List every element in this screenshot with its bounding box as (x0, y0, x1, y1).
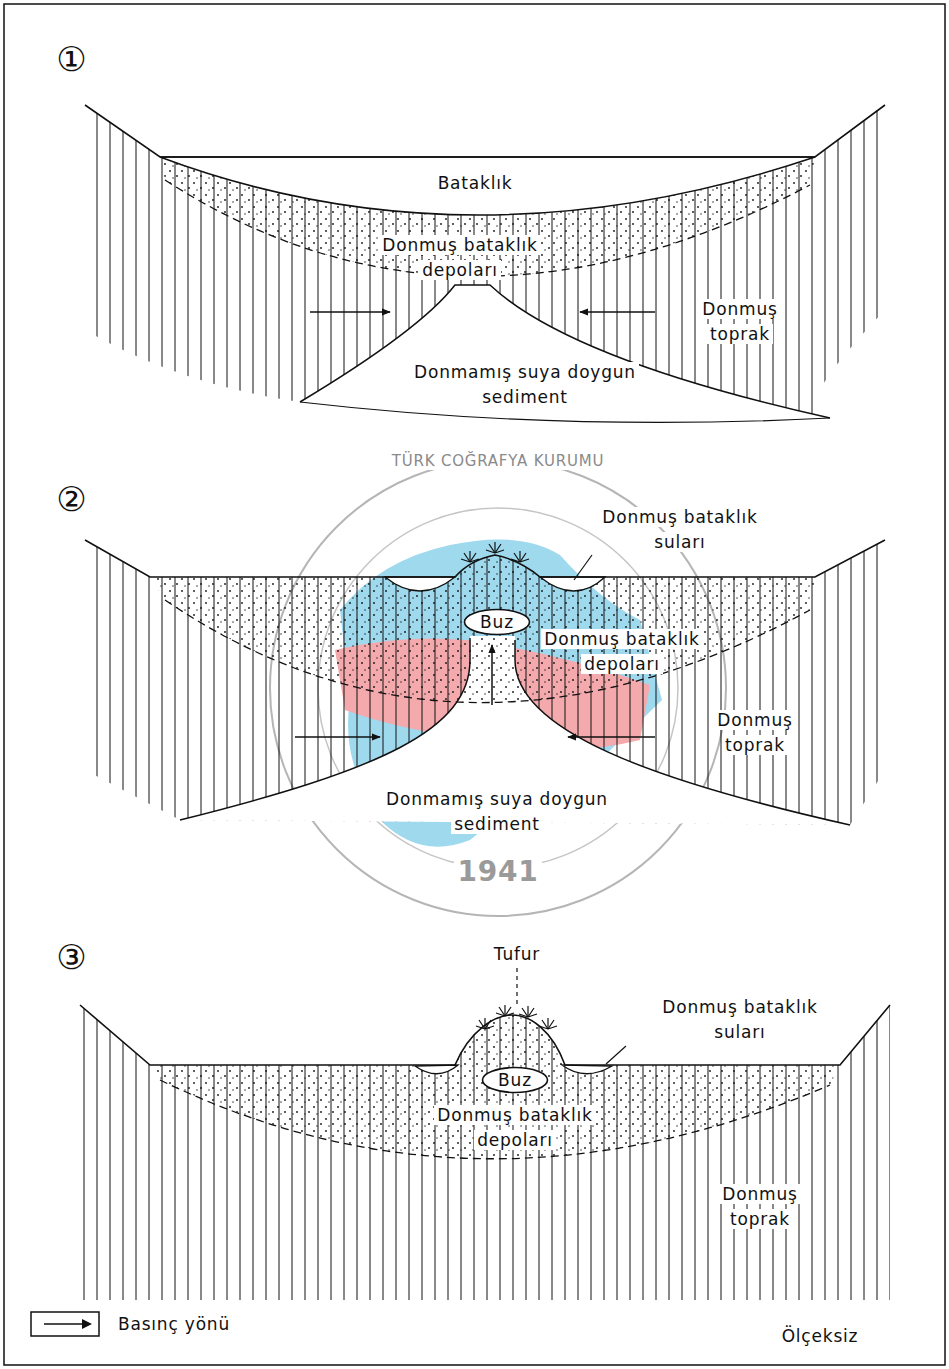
region-label: Donmamış suya doygun sediment (411, 362, 639, 407)
panel-2 (85, 540, 885, 825)
legend-item: Basınç yönü (30, 1311, 230, 1337)
tuft-stroke (485, 1026, 494, 1029)
watermark-year: 1941 (454, 855, 541, 888)
ice-ellipse (483, 1068, 548, 1093)
tuft-stroke (511, 559, 520, 562)
legend-sample (30, 1311, 100, 1337)
tuft-stroke (528, 1014, 537, 1017)
panel-number-box: ③ (53, 933, 90, 982)
region-label-box: Donmuş bataklık depoları (365, 233, 555, 282)
panel-number-box: ① (53, 35, 90, 84)
region-label-box: Donmamış suya doygun sediment (385, 360, 665, 409)
watermark-text-box: TÜRK COĞRAFYA KURUMU (389, 451, 608, 473)
tuft-stroke (519, 1014, 528, 1017)
tuft-stroke (495, 550, 504, 553)
region-label-box: Donmamış suya doygun sediment (352, 787, 642, 836)
region-label-box: Donmuş bataklık suları (580, 505, 780, 554)
panel-1 (85, 105, 885, 422)
panel-number: ② (53, 479, 90, 519)
watermark-text: TÜRK COĞRAFYA KURUMU (389, 452, 608, 470)
panel-number: ③ (53, 937, 90, 977)
feature-label-box: Tufur (491, 942, 543, 967)
ice-label: Buz (480, 612, 514, 632)
region-label-box: Bataklık (435, 171, 516, 196)
region-label-box: Donmuş toprak (705, 1182, 815, 1231)
region-label: Donmuş bataklık depoları (541, 629, 702, 674)
region-label-box: Donmuş bataklık depoları (535, 627, 710, 676)
ice-lens: Buz (481, 1066, 549, 1094)
region-label-box: Donmuş toprak (685, 297, 795, 346)
panel-number: ① (53, 39, 90, 79)
tuft-stroke (461, 559, 470, 562)
scale-note-box: Ölçeksiz (779, 1324, 862, 1349)
region-label: Donmuş bataklık depoları (379, 235, 540, 280)
tuft-stroke (486, 550, 495, 553)
region-label-box: Donmuş bataklık depoları (415, 1103, 615, 1152)
watermark-year-box: 1941 (454, 852, 541, 893)
region-label: Donmuş toprak (714, 710, 795, 755)
tuft-stroke (520, 559, 529, 562)
tuft-stroke (548, 1026, 557, 1029)
ice-lens: Buz (463, 608, 531, 636)
tuft-stroke (496, 1013, 505, 1016)
region-label: Donmamış suya doygun sediment (383, 789, 611, 834)
ice-label: Buz (498, 1070, 532, 1090)
legend-text: Basınç yönü (118, 1314, 230, 1334)
region-label: Bataklık (435, 173, 516, 193)
region-label: Donmuş bataklık suları (599, 507, 760, 552)
tuft-stroke (470, 559, 479, 562)
region-label: Donmuş bataklık suları (659, 997, 820, 1042)
frame (4, 4, 945, 1365)
tuft-stroke (539, 1026, 548, 1029)
ice-ellipse (465, 610, 530, 635)
scale-note: Ölçeksiz (779, 1326, 862, 1346)
tuft-stroke (505, 1013, 514, 1016)
feature-label: Tufur (491, 944, 543, 964)
tuft-marks (461, 542, 557, 1029)
region-label-box: Donmuş toprak (700, 708, 810, 757)
panel-number-box: ② (53, 475, 90, 524)
region-label: Donmuş bataklık depoları (434, 1105, 595, 1150)
region-label: Donmuş toprak (719, 1184, 800, 1229)
region-label-box: Donmuş bataklık suları (635, 995, 845, 1044)
region-label: Donmuş toprak (699, 299, 780, 344)
tuft-stroke (476, 1026, 485, 1029)
panel-3 (80, 968, 890, 1300)
